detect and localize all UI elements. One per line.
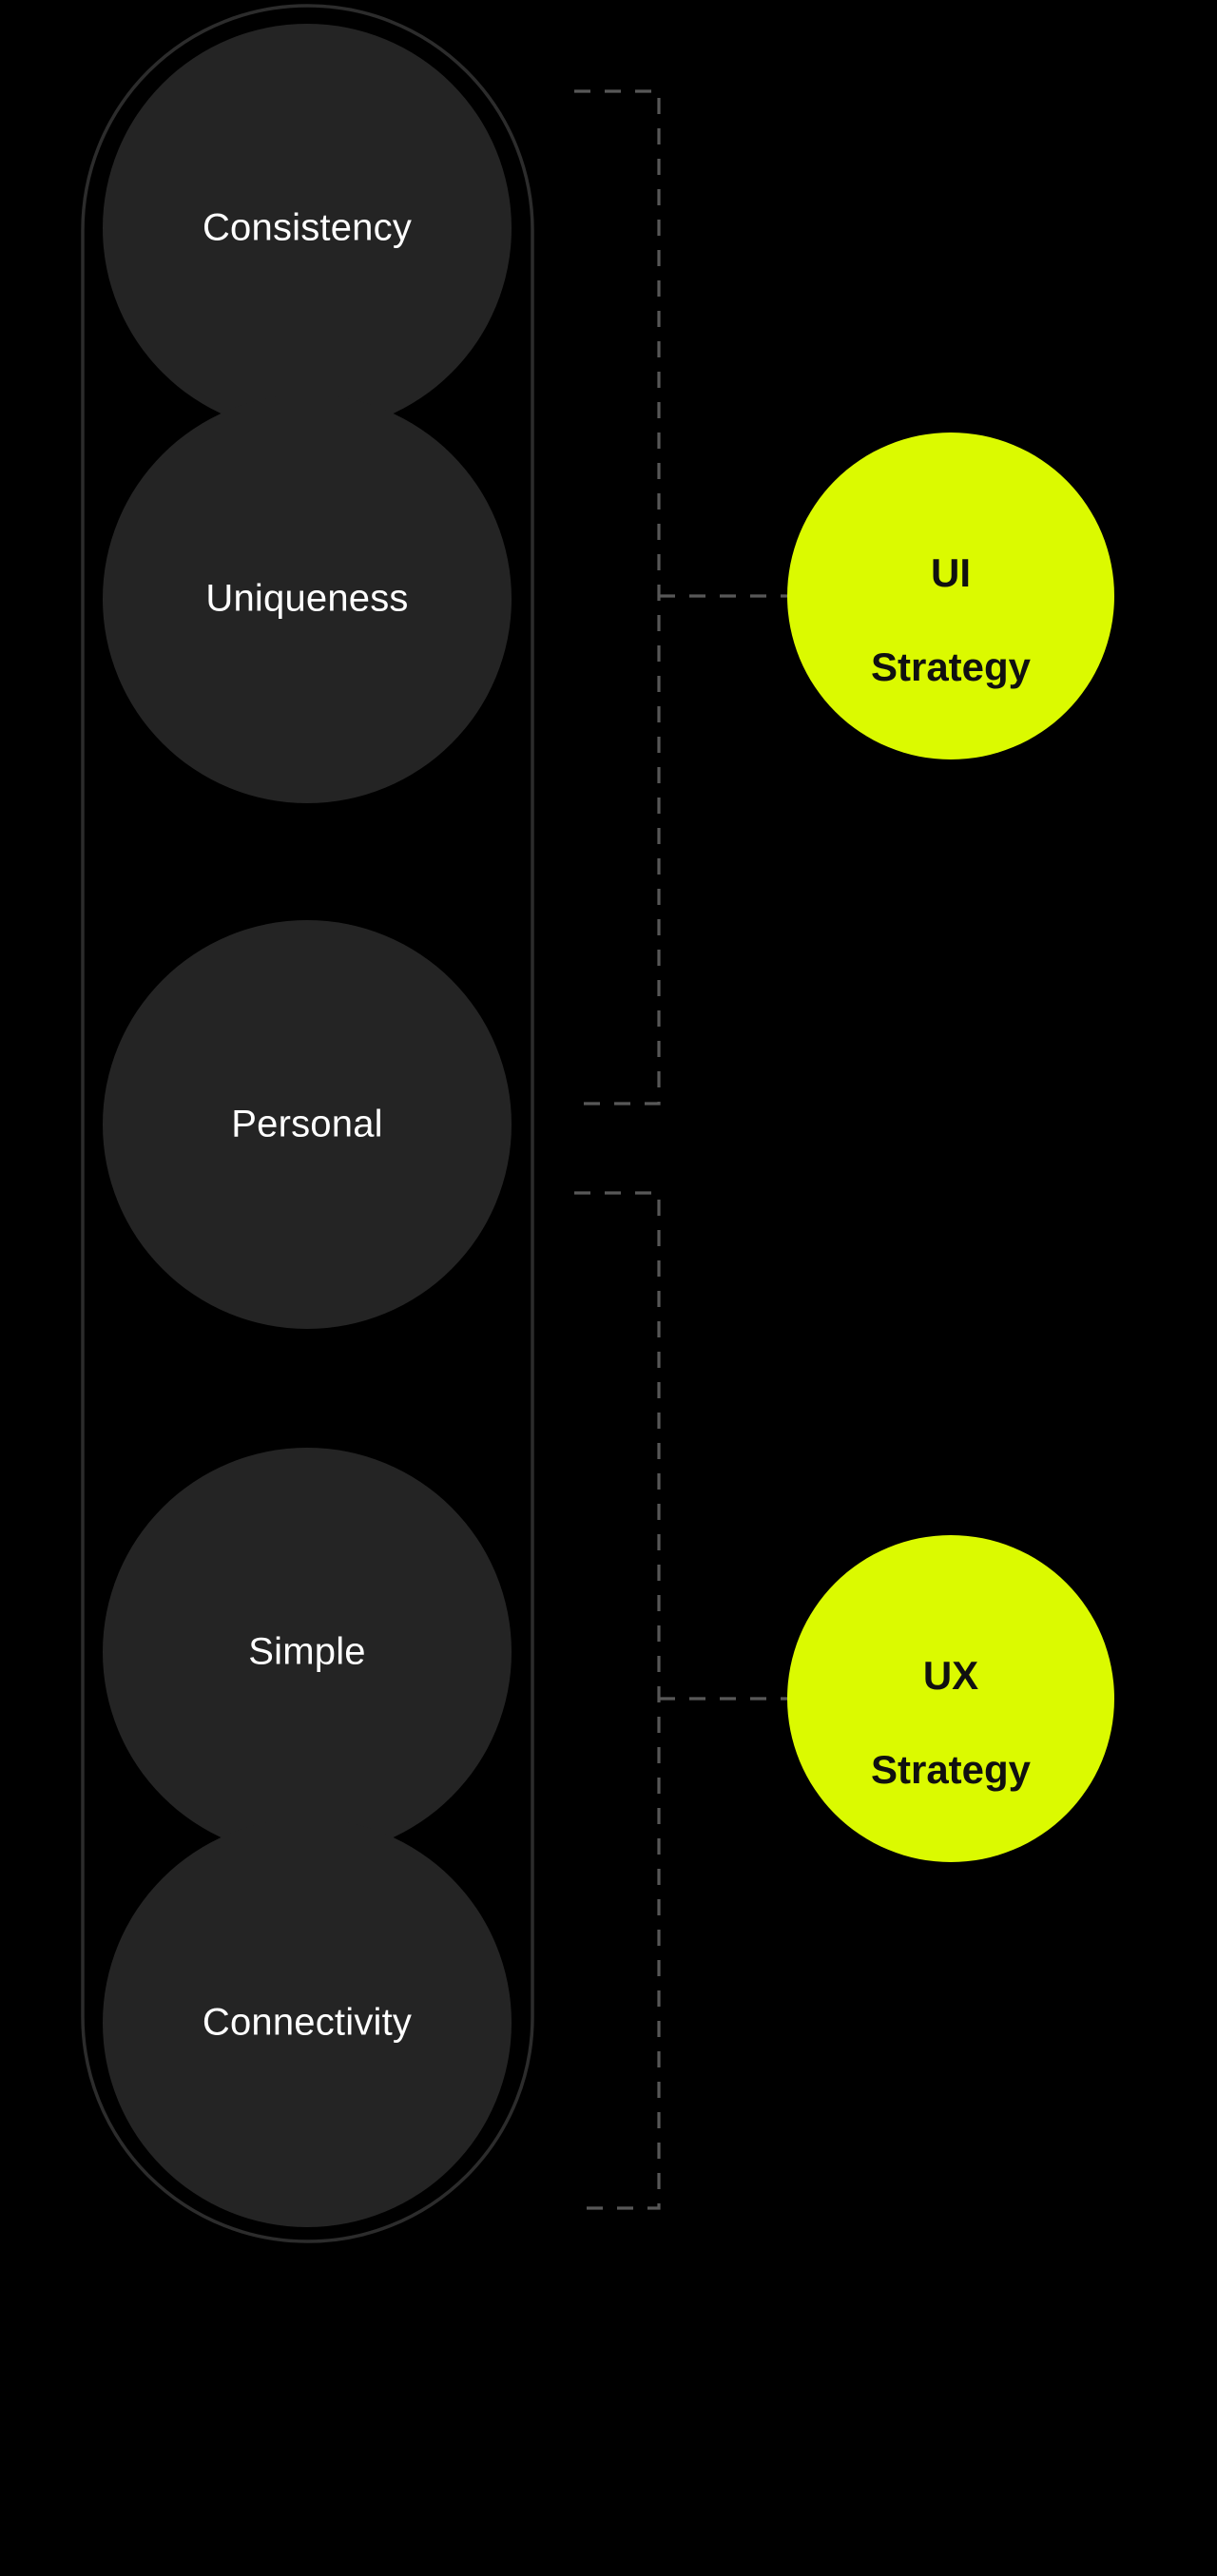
- principle-circle-uniqueness[interactable]: [103, 394, 512, 803]
- principle-circle-personal[interactable]: [103, 920, 512, 1329]
- strategy-circle-ui[interactable]: [787, 433, 1114, 759]
- ui-strategy-bracket-connector: [574, 89, 661, 1105]
- principle-circle-simple[interactable]: [103, 1448, 512, 1856]
- principles-container-outline: [81, 4, 534, 2243]
- strategy-circle-ux[interactable]: [787, 1535, 1114, 1862]
- principle-circle-consistency[interactable]: [103, 24, 512, 433]
- ux-strategy-bracket-connector: [574, 1191, 661, 2210]
- principle-circle-connectivity[interactable]: [103, 1818, 512, 2227]
